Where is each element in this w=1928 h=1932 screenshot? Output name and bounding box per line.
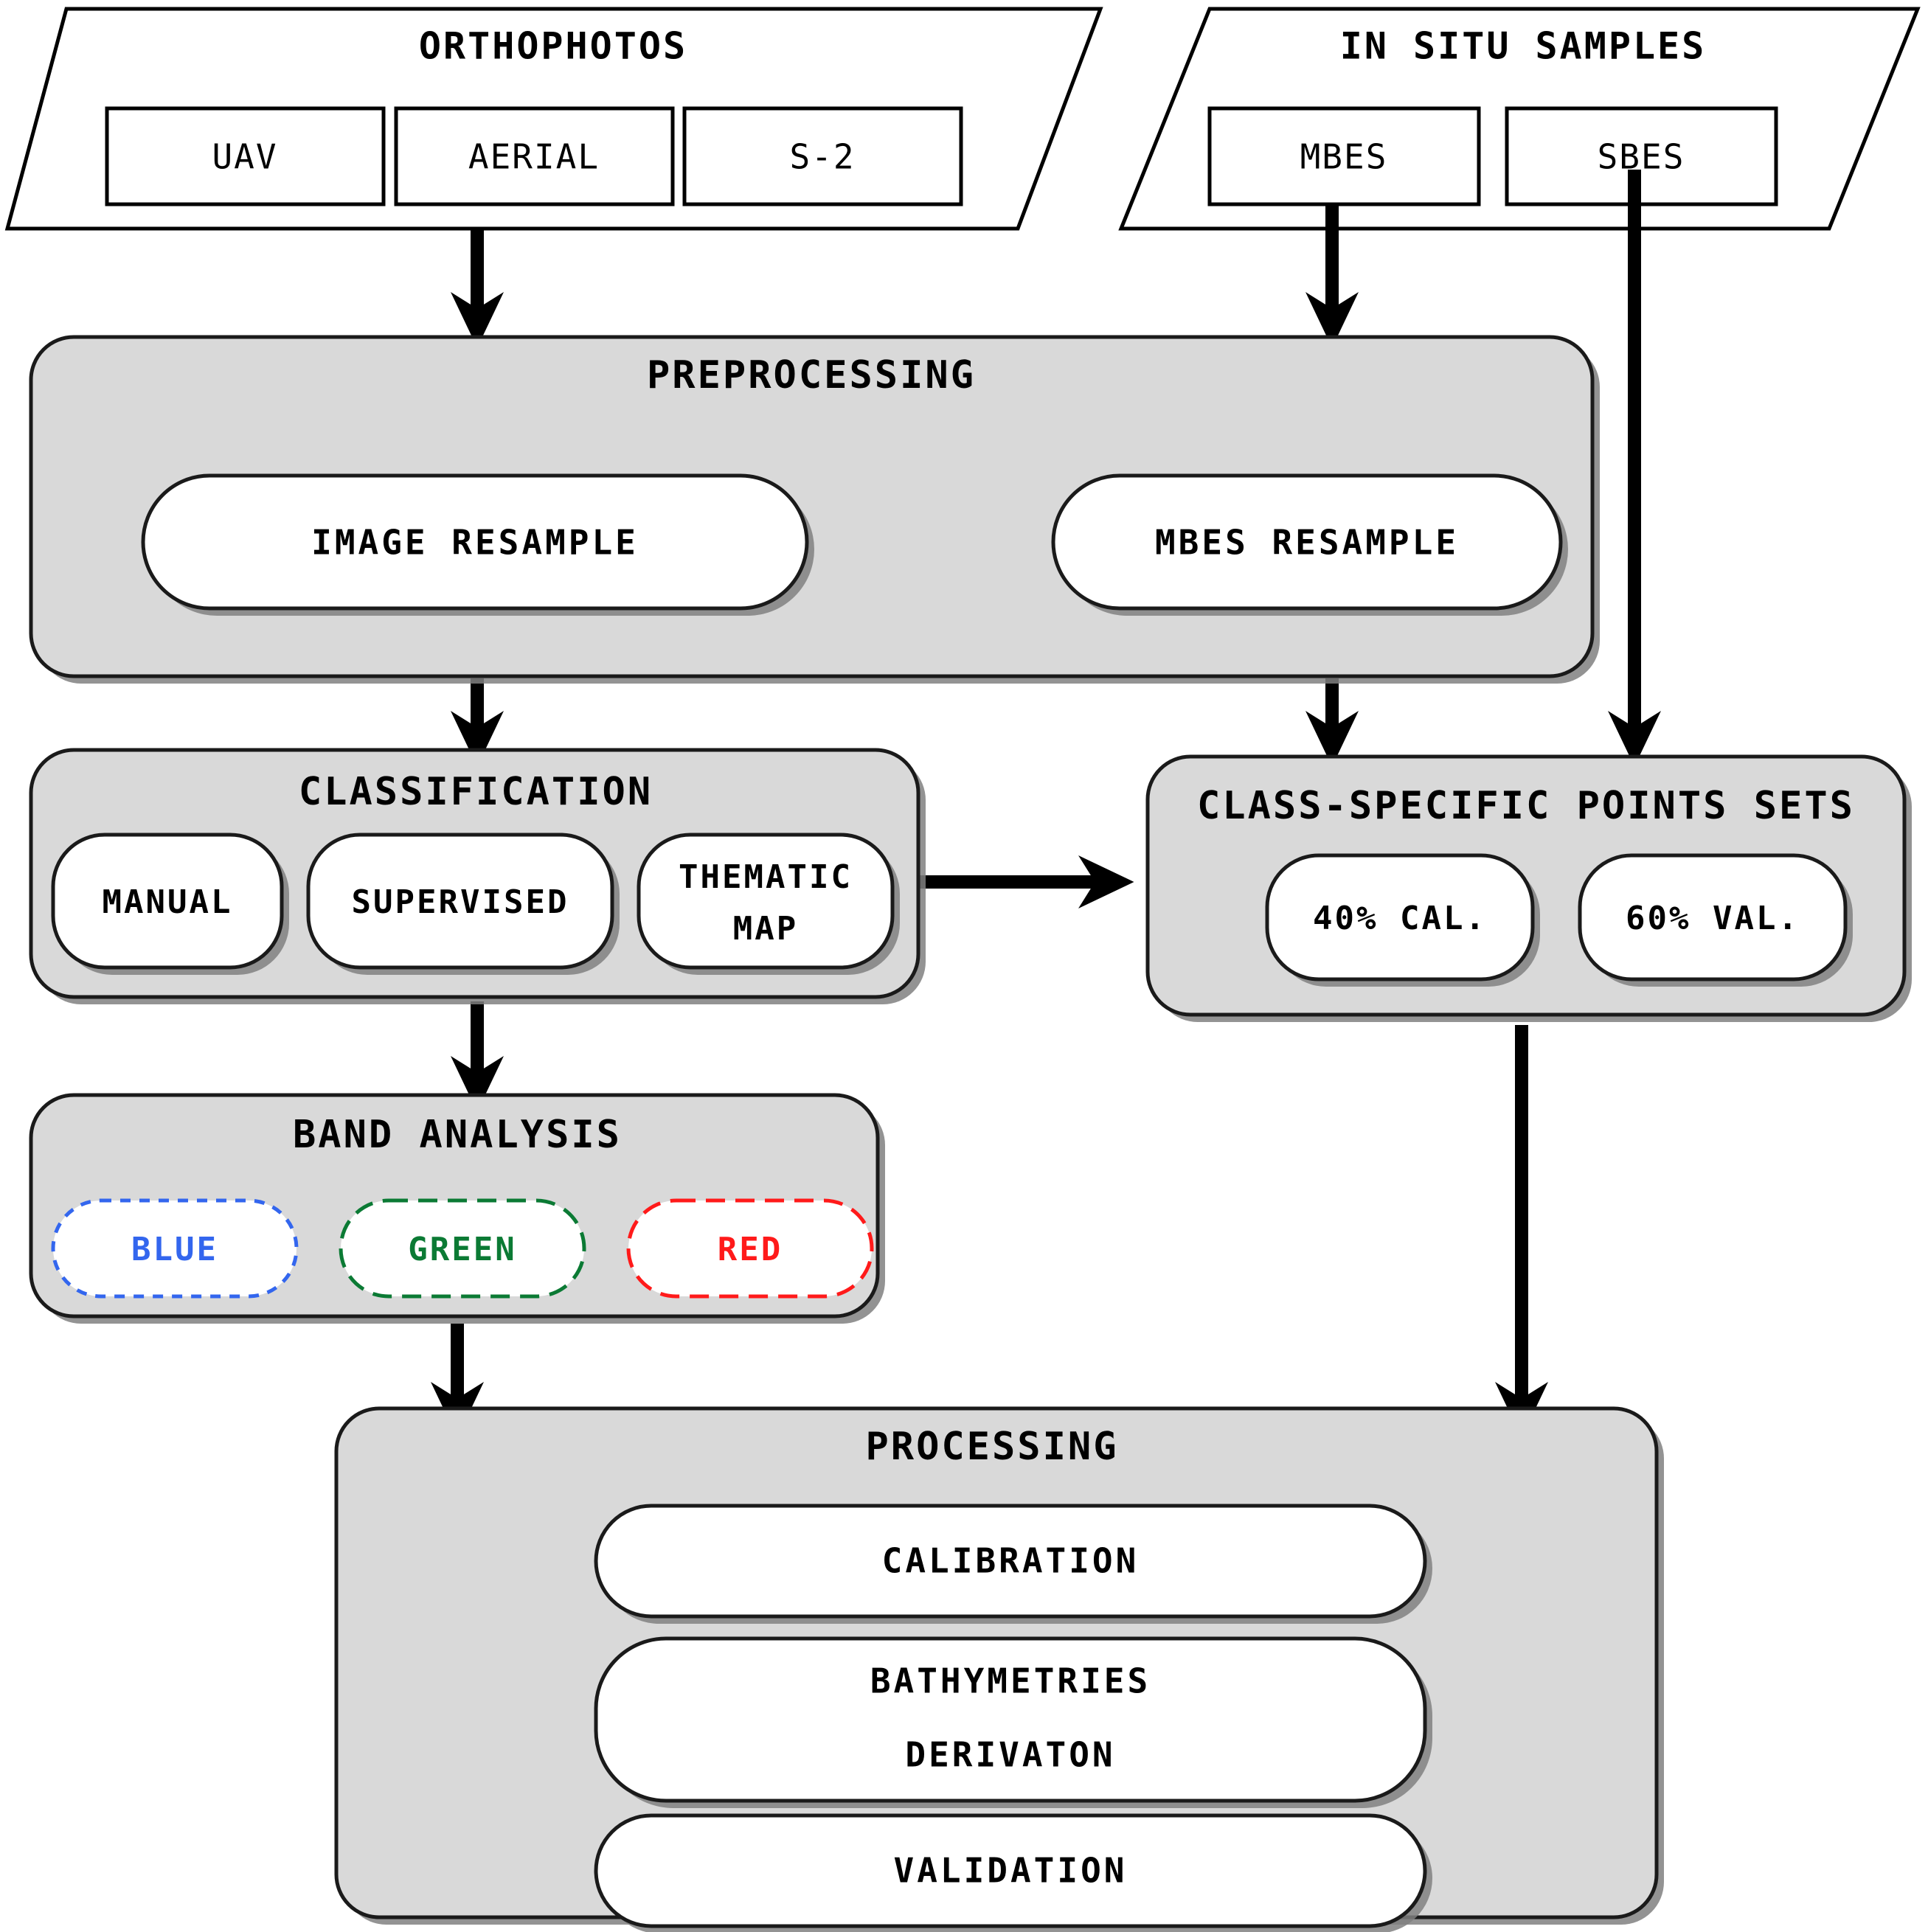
node-label-image-resample: IMAGE RESAMPLE (311, 523, 639, 563)
node-label-manual: MANUAL (103, 883, 233, 921)
classification-title: CLASSIFICATION (299, 770, 653, 814)
node-label-40-cal: 40% CAL. (1313, 900, 1487, 937)
stage-points-sets: CLASS-SPECIFIC POINTS SETS 40% CAL. 60% … (1145, 754, 1912, 1022)
stage-preprocessing: PREPROCESSING IMAGE RESAMPLE MBES RESAMP… (29, 335, 1600, 684)
stage-processing: PROCESSING CALIBRATION BATHYMETRIES DERI… (334, 1406, 1664, 1932)
node-mbes-resample[interactable] (1051, 473, 1563, 611)
stage-classification: CLASSIFICATION MANUAL SUPERVISED THEMATI… (29, 748, 926, 1004)
node-label-bathymetries-line1: BATHYMETRIES (870, 1661, 1151, 1701)
stage-band-analysis: BAND ANALYSIS BLUE GREEN RED (29, 1093, 885, 1324)
node-label-60-val: 60% VAL. (1626, 900, 1800, 937)
source-group-orthophotos: ORTHOPHOTOS UAV AERIAL S-2 (4, 7, 1103, 231)
connectors (430, 170, 1661, 1438)
node-band-red[interactable] (626, 1198, 874, 1299)
node-label-thematic-map-line1: THEMATIC (679, 858, 853, 896)
node-40-cal[interactable] (1265, 853, 1535, 981)
node-label-bathymetries-line2: DERIVATON (905, 1735, 1115, 1775)
band-analysis-title: BAND ANALYSIS (293, 1113, 622, 1157)
node-band-green[interactable] (339, 1198, 586, 1299)
node-label-validation: VALIDATION (894, 1851, 1128, 1891)
node-thematic-map[interactable] (637, 833, 895, 970)
node-label-calibration: CALIBRATION (882, 1541, 1140, 1581)
node-60-val[interactable] (1578, 853, 1848, 981)
source-box-uav[interactable] (105, 106, 386, 206)
node-image-resample[interactable] (141, 473, 809, 611)
node-label-thematic-map-line2: MAP (733, 910, 798, 948)
source-label-aerial: AERIAL (468, 137, 600, 177)
node-label-supervised: SUPERVISED (352, 883, 569, 921)
source-label-uav: UAV (212, 137, 277, 177)
processing-title: PROCESSING (865, 1425, 1118, 1469)
node-label-mbes-resample: MBES RESAMPLE (1155, 523, 1459, 563)
node-bathymetries-derivaton[interactable] (594, 1636, 1427, 1803)
node-validation[interactable] (594, 1813, 1427, 1928)
source-group-in-situ: IN SITU SAMPLES MBES SBES (1118, 7, 1921, 231)
source-box-mbes[interactable] (1207, 106, 1481, 206)
orthophotos-title: ORTHOPHOTOS (419, 25, 687, 68)
source-box-s2[interactable] (682, 106, 963, 206)
node-supervised[interactable] (306, 833, 614, 970)
node-label-band-red: RED (718, 1231, 783, 1268)
node-calibration[interactable] (594, 1504, 1427, 1619)
node-label-band-blue: BLUE (131, 1231, 218, 1268)
node-manual[interactable] (51, 833, 284, 970)
node-band-blue[interactable] (51, 1198, 299, 1299)
source-box-sbes[interactable] (1505, 106, 1778, 206)
source-box-aerial[interactable] (394, 106, 675, 206)
preprocessing-title: PREPROCESSING (647, 353, 976, 397)
in-situ-title: IN SITU SAMPLES (1340, 25, 1707, 68)
source-label-s2: S-2 (789, 137, 855, 177)
points-sets-title: CLASS-SPECIFIC POINTS SETS (1197, 784, 1855, 828)
node-label-band-green: GREEN (408, 1231, 516, 1268)
source-label-mbes: MBES (1300, 137, 1388, 177)
